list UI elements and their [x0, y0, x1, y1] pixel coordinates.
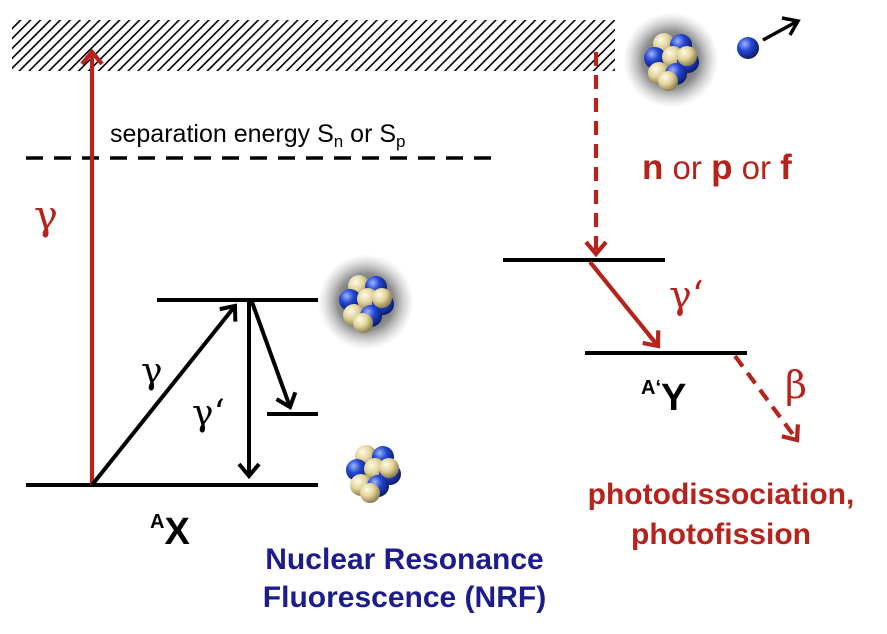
- continuum-hatch: [12, 20, 615, 71]
- beta-symbol: β: [785, 363, 807, 407]
- gamma-prime-decay-symbol: γ‘: [669, 273, 704, 317]
- gamma-absorption-arrow: [90, 303, 238, 487]
- nrf-decay-arrow-intermediate: [250, 301, 298, 410]
- nucleus-icon: [346, 445, 401, 503]
- photodissociation-title: photodissociation,photofission: [587, 478, 855, 551]
- gamma-prime-nrf-symbol: γ‘: [192, 393, 225, 434]
- nucleus-icon: [623, 12, 719, 108]
- ejected-nucleon-icon: [737, 16, 801, 59]
- ground-nucleus-label: AX: [150, 511, 190, 553]
- emission-channels-label: n or p or f: [642, 148, 792, 187]
- gamma-prime-decay-arrow: [588, 260, 661, 349]
- gamma-absorption-symbol: γ: [141, 351, 163, 392]
- beta-decay-arrow: [733, 354, 801, 443]
- separation-energy-label: separation energy Sn or Sp: [110, 120, 406, 151]
- nucleus-icon: [318, 254, 414, 350]
- daughter-nucleus-label: A‘Y: [641, 377, 687, 419]
- gamma-symbol-red: γ: [34, 193, 58, 239]
